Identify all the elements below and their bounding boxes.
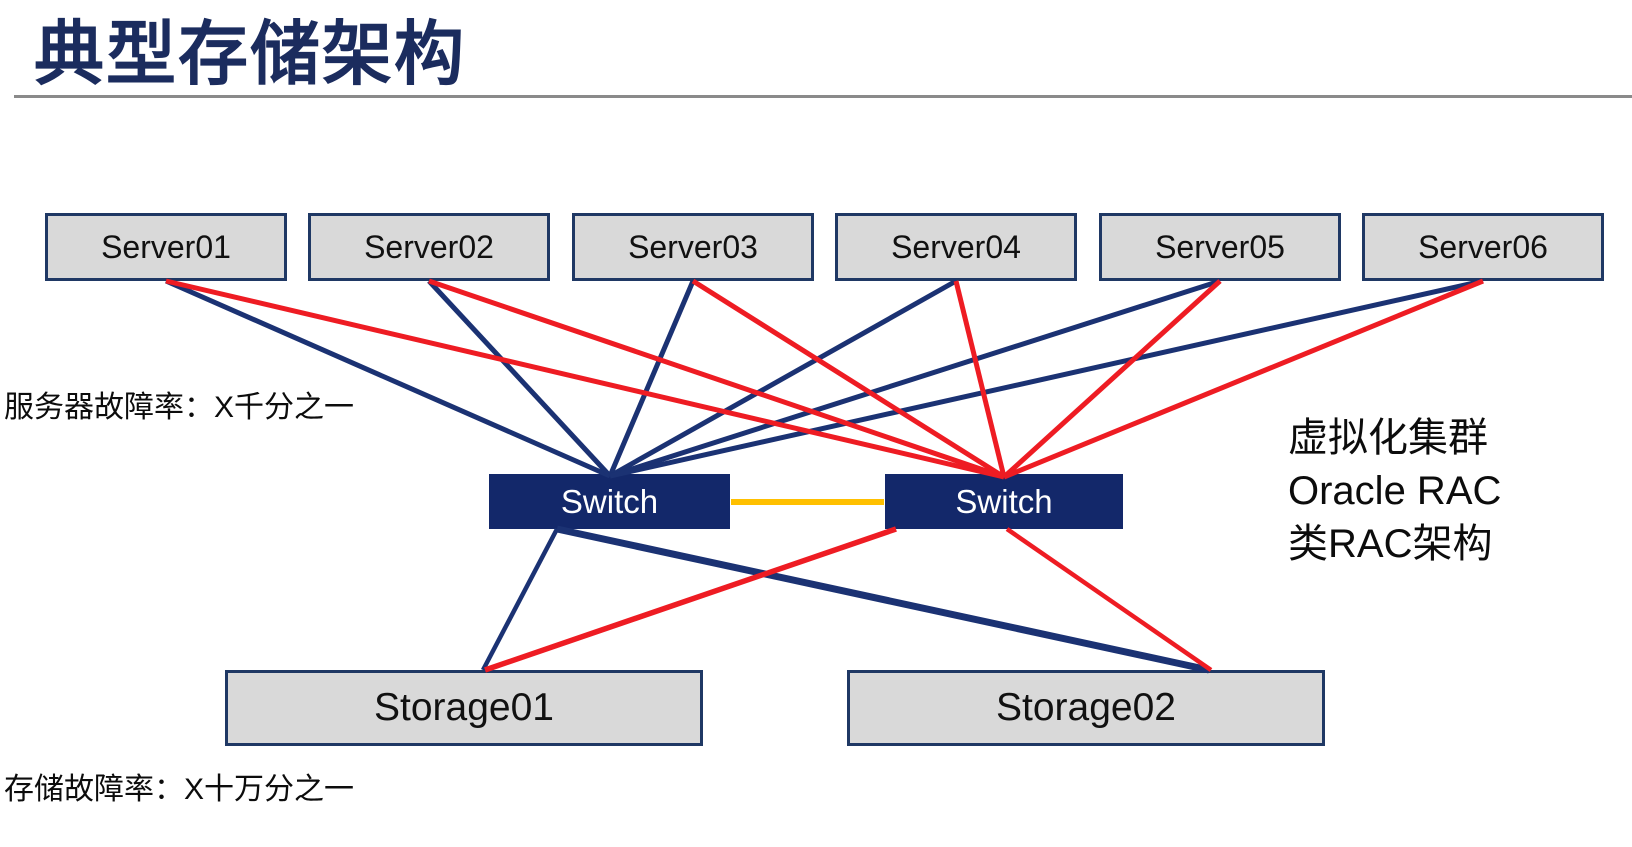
server4-to-switch1-link: [608, 278, 958, 479]
switch-node-2: Switch: [885, 474, 1123, 529]
server1-to-switch1-link: [164, 278, 612, 479]
switch1-to-storage1-link: [481, 527, 559, 672]
switch2-to-storage2-link: [1005, 527, 1213, 672]
cluster-note-line-3: 类RAC架构: [1288, 522, 1493, 566]
slide-title: 典型存储架构: [34, 15, 466, 93]
server1-to-switch2-link: [165, 278, 1005, 480]
server5-to-switch2-link: [1002, 279, 1222, 479]
server3-to-switch2-link: [691, 278, 1006, 480]
blue-server-uplinks: [164, 278, 1484, 479]
cluster-note-line-2: Oracle RAC: [1288, 469, 1502, 513]
server-node-5: Server05: [1099, 213, 1341, 281]
switch2-to-storage1-link: [484, 526, 897, 673]
switch-node-1: Switch: [489, 474, 730, 529]
server4-to-switch2-link: [953, 280, 1007, 478]
blue-storage-downlinks: [481, 525, 1210, 674]
server-node-1: Server01: [45, 213, 287, 281]
cluster-note: 虚拟化集群 Oracle RAC 类RAC架构: [1288, 412, 1501, 571]
server-node-4: Server04: [835, 213, 1077, 281]
server2-to-switch1-link: [427, 279, 612, 478]
server-failure-rate-note: 服务器故障率：X千分之一: [4, 391, 355, 424]
storage-node-1: Storage01: [225, 670, 703, 746]
storage-failure-rate-note: 存储故障率：X十万分之一: [4, 773, 355, 806]
server-node-3: Server03: [572, 213, 814, 281]
switch1-to-storage2-link: [556, 525, 1210, 674]
storage-node-2: Storage02: [847, 670, 1325, 746]
server5-to-switch1-link: [609, 278, 1221, 479]
title-divider: [14, 95, 1632, 98]
server2-to-switch2-link: [428, 278, 1005, 480]
red-storage-downlinks: [484, 526, 1213, 673]
cluster-note-line-1: 虚拟化集群: [1288, 416, 1488, 460]
server3-to-switch1-link: [607, 280, 696, 477]
server-node-6: Server06: [1362, 213, 1604, 281]
red-server-uplinks: [165, 278, 1484, 480]
server-node-2: Server02: [308, 213, 550, 281]
